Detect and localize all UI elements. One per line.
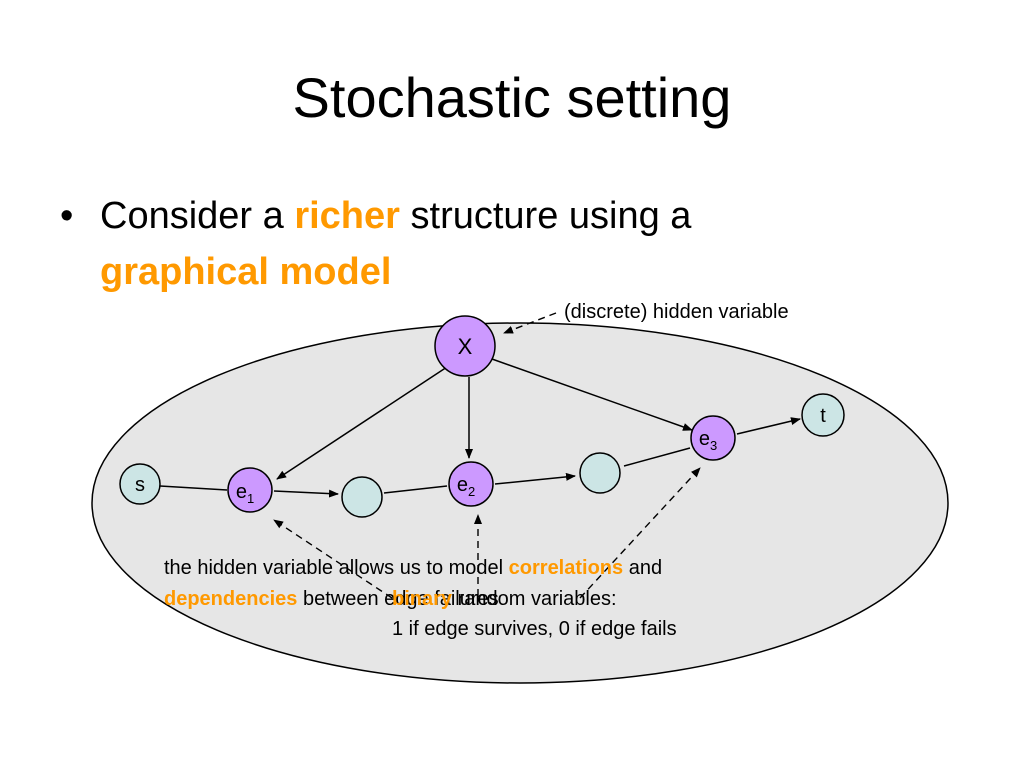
edge-e2-blank2 bbox=[494, 472, 576, 485]
pointer-binary-e3 bbox=[579, 467, 701, 599]
bullet-dot: • bbox=[60, 195, 74, 237]
node-x-label: X bbox=[458, 334, 473, 359]
bullet-highlight-graphical-model: graphical model bbox=[100, 251, 392, 293]
correlations-text-a: the hidden variable allows us to model bbox=[164, 557, 509, 579]
bullet-text-before: Consider a bbox=[100, 195, 295, 237]
annotation-binary-line1: binary random variables: bbox=[392, 586, 617, 612]
node-s-label: s bbox=[135, 474, 145, 496]
edge-e3-t bbox=[736, 417, 801, 435]
node-e2: e2 bbox=[448, 461, 494, 507]
dependencies-highlight: dependencies bbox=[164, 588, 298, 610]
node-e3: e3 bbox=[690, 415, 736, 461]
annotation-hidden-variable: (discrete) hidden variable bbox=[564, 301, 789, 323]
annotation-binary-line2: 1 if edge survives, 0 if edge fails bbox=[392, 618, 677, 640]
node-e3-subscript: 3 bbox=[710, 438, 717, 453]
edge-blank2-e3 bbox=[623, 447, 691, 467]
edge-x-e1 bbox=[276, 366, 448, 480]
binary-text: random variables: bbox=[452, 588, 617, 610]
svg-text:e1: e1 bbox=[236, 481, 254, 506]
annotation-correlations-line2: dependencies between edge failures bbox=[164, 586, 499, 612]
binary-highlight: binary bbox=[392, 588, 453, 610]
node-t: t bbox=[801, 393, 845, 437]
svg-text:e3: e3 bbox=[699, 428, 717, 453]
slide-title: Stochastic setting bbox=[292, 66, 732, 129]
svg-text:e2: e2 bbox=[457, 474, 475, 499]
dependencies-text: between edge failures bbox=[297, 588, 499, 610]
node-s: s bbox=[119, 463, 161, 505]
node-x: X bbox=[434, 315, 496, 377]
node-e1-subscript: 1 bbox=[247, 491, 254, 506]
node-e3-label: e bbox=[699, 428, 710, 450]
node-e1-label: e bbox=[236, 481, 247, 503]
edge-x-e3 bbox=[491, 358, 693, 431]
node-blank2 bbox=[579, 452, 621, 494]
correlations-highlight: correlations bbox=[508, 557, 624, 579]
pointer-hidden-variable bbox=[503, 312, 557, 334]
annotation-correlations-line1: the hidden variable allows us to model c… bbox=[164, 555, 662, 581]
edge-e1-blank1 bbox=[273, 489, 339, 498]
bullet-text: Consider a richer structure using a grap… bbox=[100, 188, 960, 300]
edge-s-e1 bbox=[159, 485, 228, 491]
model-region bbox=[91, 322, 949, 684]
node-t-label: t bbox=[820, 405, 826, 427]
node-e2-subscript: 2 bbox=[468, 484, 475, 499]
edge-blank1-e2 bbox=[383, 485, 448, 494]
node-e2-label: e bbox=[457, 474, 468, 496]
node-blank1 bbox=[341, 476, 383, 518]
bullet-text-middle: structure using a bbox=[399, 195, 692, 237]
node-e1: e1 bbox=[227, 467, 273, 513]
bullet-highlight-richer: richer bbox=[294, 195, 400, 237]
correlations-text-c: and bbox=[623, 557, 663, 579]
